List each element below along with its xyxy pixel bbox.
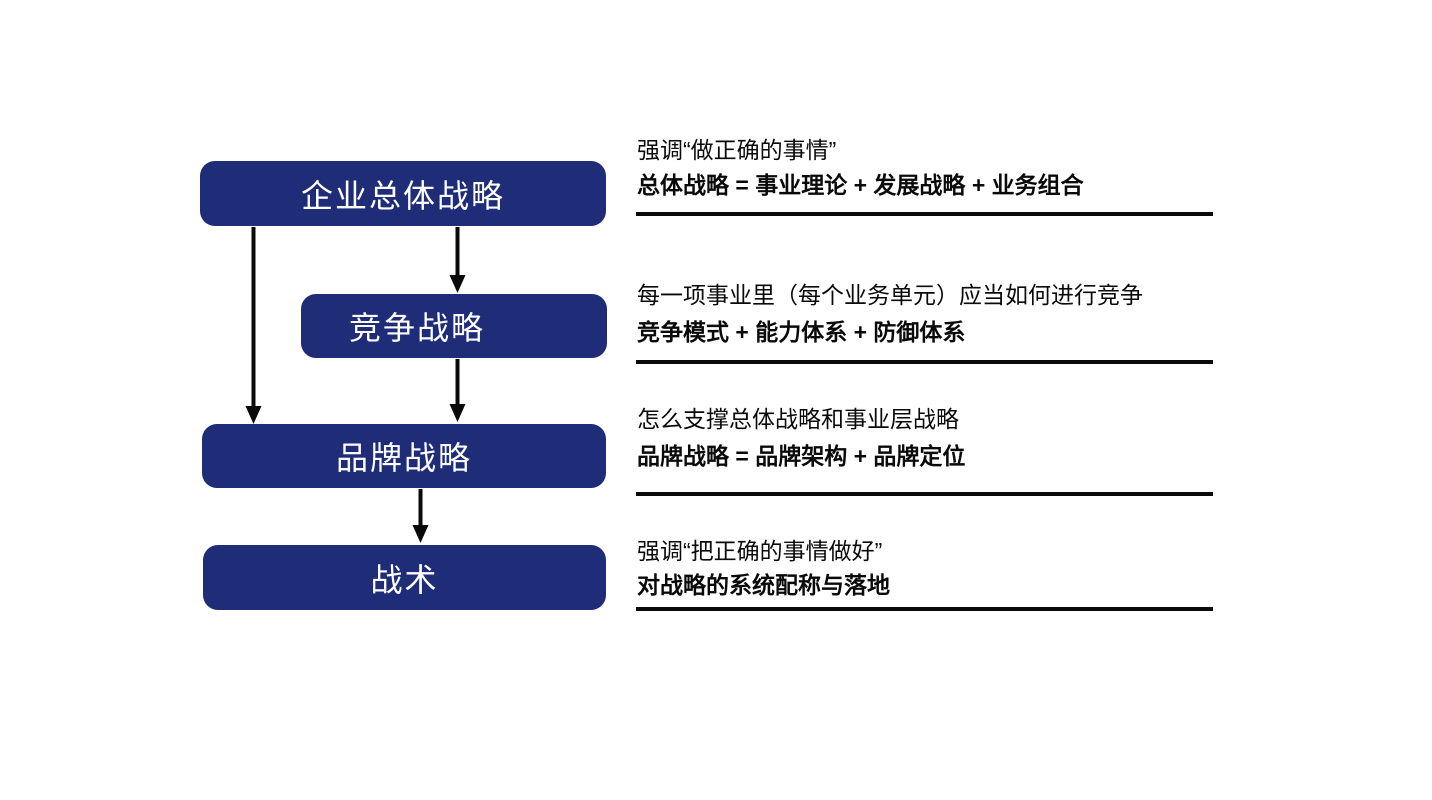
annotation-competitive-line-1: 每一项事业里（每个业务单元）应当如何进行竞争 — [637, 282, 1143, 308]
arrow-brand-to-tactics — [412, 489, 429, 543]
flow-box-tactics: 战术 — [203, 545, 606, 610]
annotation-corporate-line-2: 总体战略 = 事业理论 + 发展战略 + 业务组合 — [637, 172, 1084, 198]
flow-box-brand-strategy: 品牌战略 — [202, 424, 606, 488]
annotation-brand-divider — [636, 492, 1213, 496]
flow-box-competitive-strategy: 竞争战略 — [301, 294, 607, 358]
flow-box-corporate-strategy: 企业总体战略 — [200, 161, 606, 226]
flow-box-brand-strategy-label: 品牌战略 — [335, 440, 472, 476]
annotation-tactics-line-2: 对战略的系统配称与落地 — [637, 572, 890, 598]
flow-box-corporate-strategy-label: 企业总体战略 — [300, 177, 505, 214]
annotation-corporate-divider — [636, 212, 1213, 216]
annotation-brand-line-2: 品牌战略 = 品牌架构 + 品牌定位 — [637, 443, 966, 469]
annotation-competitive-divider — [636, 360, 1213, 364]
annotation-tactics-line-1: 强调“把正确的事情做好” — [637, 538, 883, 564]
arrow-competitive-to-brand — [449, 359, 466, 422]
flow-box-competitive-strategy-label: 竞争战略 — [348, 310, 485, 346]
arrow-corporate-to-brand — [245, 227, 262, 424]
annotation-brand-line-1: 怎么支撑总体战略和事业层战略 — [637, 406, 959, 432]
annotation-tactics-divider — [636, 607, 1213, 611]
arrow-corporate-to-competitive — [449, 227, 466, 293]
flow-box-tactics-label: 战术 — [370, 561, 439, 598]
annotation-corporate-line-1: 强调“做正确的事情” — [637, 137, 837, 163]
annotation-competitive-line-2: 竞争模式 + 能力体系 + 防御体系 — [637, 319, 966, 345]
